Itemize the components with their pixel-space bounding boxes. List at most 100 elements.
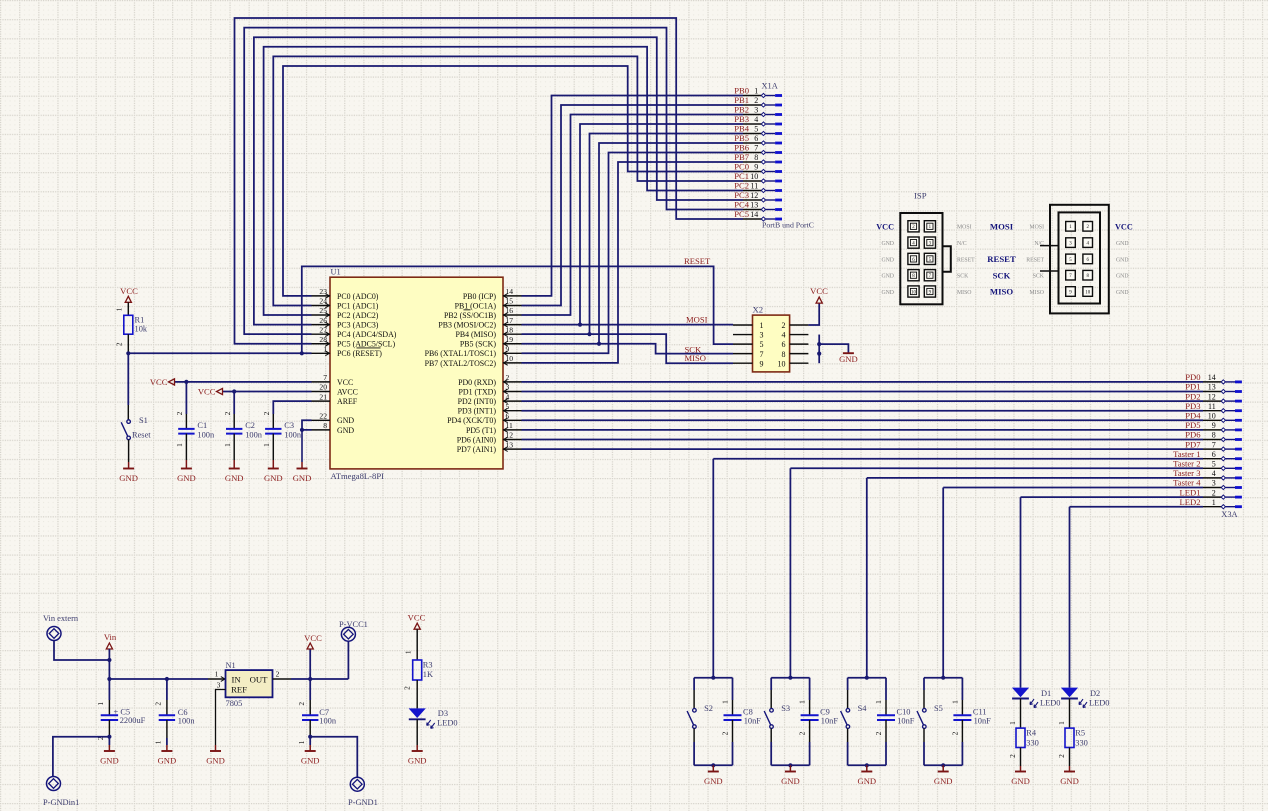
svg-text:X2: X2 — [753, 304, 764, 314]
svg-text:MISO: MISO — [1030, 290, 1045, 296]
svg-text:GND: GND — [704, 776, 723, 786]
svg-text:28: 28 — [319, 335, 327, 344]
svg-text:N/C: N/C — [1034, 241, 1044, 247]
svg-text:7: 7 — [1069, 274, 1072, 279]
svg-text:4: 4 — [1212, 469, 1216, 478]
svg-text:3: 3 — [506, 383, 510, 392]
svg-text:RESET: RESET — [1026, 257, 1044, 263]
svg-text:10k: 10k — [135, 324, 148, 333]
svg-text:2200uF: 2200uF — [120, 716, 146, 725]
svg-text:10: 10 — [911, 290, 916, 295]
svg-text:MISO: MISO — [685, 353, 707, 363]
svg-text:2: 2 — [1086, 225, 1089, 230]
svg-text:GND: GND — [225, 473, 244, 483]
svg-text:PortB und PortC: PortB und PortC — [762, 221, 814, 230]
svg-text:1: 1 — [929, 225, 932, 230]
svg-text:2: 2 — [754, 96, 758, 105]
svg-text:PB4 (MISO): PB4 (MISO) — [455, 330, 496, 339]
svg-text:GND: GND — [1116, 241, 1129, 247]
svg-text:6: 6 — [754, 134, 758, 143]
svg-text:PC0: PC0 — [734, 162, 749, 172]
svg-text:S1: S1 — [139, 416, 148, 425]
svg-text:C9: C9 — [820, 708, 830, 717]
svg-text:R1: R1 — [135, 315, 145, 324]
svg-text:GND: GND — [1116, 257, 1129, 263]
svg-text:2: 2 — [798, 731, 807, 735]
svg-text:PC4 (ADC4/SDA): PC4 (ADC4/SDA) — [337, 330, 397, 339]
svg-text:PD4: PD4 — [1185, 411, 1201, 421]
svg-text:Vin: Vin — [104, 632, 117, 642]
svg-text:1: 1 — [950, 700, 959, 704]
svg-text:8: 8 — [323, 421, 327, 430]
svg-text:14: 14 — [1208, 373, 1216, 382]
svg-text:4: 4 — [754, 115, 758, 124]
svg-text:VCC: VCC — [876, 223, 894, 232]
svg-text:330: 330 — [1075, 739, 1088, 748]
svg-text:OUT: OUT — [250, 674, 269, 684]
svg-text:2: 2 — [115, 342, 124, 346]
svg-text:C3: C3 — [284, 421, 294, 430]
svg-text:LED0: LED0 — [437, 719, 457, 728]
svg-text:3: 3 — [1212, 479, 1216, 488]
svg-text:GND: GND — [293, 473, 312, 483]
svg-text:1: 1 — [154, 740, 163, 744]
svg-text:AREF: AREF — [337, 397, 358, 406]
svg-text:PD3: PD3 — [1185, 401, 1200, 411]
svg-text:11: 11 — [1208, 402, 1216, 411]
svg-text:2: 2 — [874, 731, 883, 735]
svg-text:PD6 (AIN0): PD6 (AIN0) — [457, 435, 497, 444]
svg-text:2: 2 — [297, 702, 306, 706]
svg-text:PC1: PC1 — [734, 171, 749, 181]
svg-text:GND: GND — [119, 473, 138, 483]
svg-text:PB2 (SS/OC1B): PB2 (SS/OC1B) — [444, 311, 496, 320]
svg-text:C10: C10 — [897, 708, 911, 717]
svg-text:5: 5 — [754, 125, 758, 134]
svg-text:8: 8 — [782, 350, 786, 359]
svg-text:VCC: VCC — [337, 378, 353, 387]
svg-text:IN: IN — [232, 674, 242, 684]
svg-text:PD2: PD2 — [1185, 391, 1200, 401]
svg-text:2: 2 — [223, 411, 232, 415]
svg-text:6: 6 — [1212, 450, 1216, 459]
svg-text:MOSI: MOSI — [990, 222, 1014, 232]
svg-text:D3: D3 — [438, 709, 448, 718]
svg-text:GND: GND — [1011, 776, 1030, 786]
svg-text:GND: GND — [881, 274, 894, 280]
svg-text:100n: 100n — [319, 716, 337, 725]
svg-text:R3: R3 — [423, 660, 433, 669]
svg-text:VCC: VCC — [1115, 223, 1133, 232]
svg-text:Taster 2: Taster 2 — [1173, 459, 1200, 469]
svg-text:U1: U1 — [331, 267, 341, 276]
svg-text:GND: GND — [881, 290, 894, 296]
svg-text:GND: GND — [1060, 776, 1079, 786]
svg-text:PC1 (ADC1): PC1 (ADC1) — [337, 301, 379, 310]
svg-text:VCC: VCC — [120, 286, 138, 296]
svg-text:6: 6 — [782, 340, 786, 349]
svg-text:7: 7 — [1212, 440, 1216, 449]
svg-text:4: 4 — [782, 331, 786, 340]
svg-text:PC2: PC2 — [734, 181, 749, 191]
svg-text:3: 3 — [217, 681, 221, 690]
svg-text:1: 1 — [1212, 498, 1216, 507]
svg-text:GND: GND — [264, 473, 283, 483]
svg-text:7: 7 — [760, 350, 764, 359]
svg-text:7: 7 — [754, 144, 758, 153]
svg-text:PB6 (XTAL1/TOSC1): PB6 (XTAL1/TOSC1) — [425, 349, 497, 358]
svg-text:PD7: PD7 — [1185, 439, 1201, 449]
svg-text:17: 17 — [506, 316, 514, 325]
svg-text:8: 8 — [754, 153, 758, 162]
svg-text:4: 4 — [506, 392, 510, 401]
svg-text:12: 12 — [750, 191, 758, 200]
svg-text:5: 5 — [760, 340, 764, 349]
svg-text:7: 7 — [929, 274, 932, 279]
svg-text:LED1: LED1 — [1179, 487, 1200, 497]
svg-text:7: 7 — [323, 373, 327, 382]
svg-text:S4: S4 — [858, 704, 868, 713]
svg-text:GND: GND — [337, 426, 354, 435]
svg-text:1: 1 — [215, 669, 219, 678]
svg-text:GND: GND — [839, 354, 858, 364]
svg-text:2: 2 — [950, 731, 959, 735]
svg-text:RESET: RESET — [957, 257, 975, 263]
svg-text:PB1: PB1 — [734, 95, 749, 105]
svg-text:ATmega8L-8PI: ATmega8L-8PI — [331, 471, 385, 481]
